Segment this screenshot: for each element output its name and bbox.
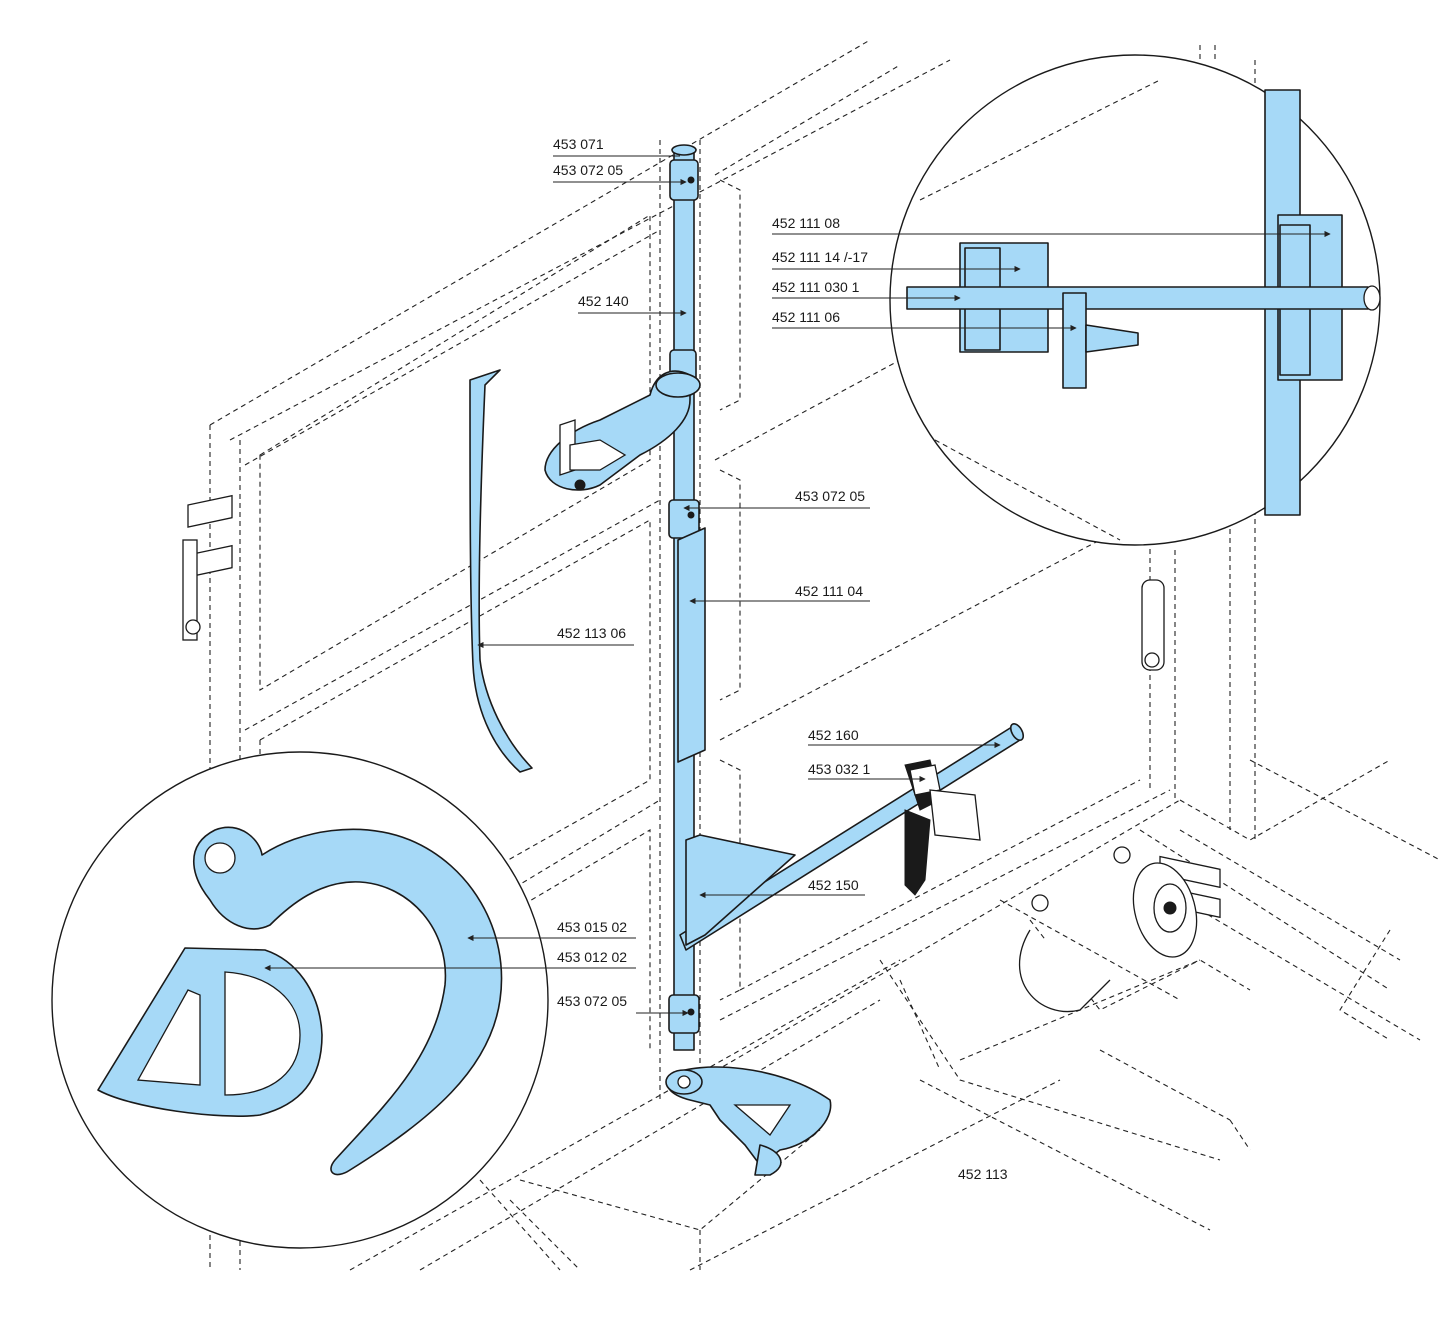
label-452-140: 452 140	[578, 293, 629, 309]
wheel-and-tank	[1018, 846, 1198, 1013]
label-452-113: 452 113	[958, 1166, 1008, 1182]
label-452-111-04: 452 111 04	[795, 583, 863, 599]
leader-lines	[264, 155, 1331, 1017]
label-452-160: 452 160	[808, 727, 859, 743]
label-452-113-06: 452 113 06	[557, 625, 626, 641]
label-453-032-1: 453 032 1	[808, 761, 870, 777]
label-453-015-02: 453 015 02	[557, 919, 627, 935]
label-452-111-08: 452 111 08	[772, 215, 840, 231]
left-hinge	[182, 494, 233, 641]
detail-circle-lock	[889, 54, 1381, 546]
handle-452-111-06	[1062, 292, 1087, 389]
bottom-hook-assembly	[665, 1066, 832, 1176]
top-lock-bracket	[544, 370, 701, 491]
hook-453-015-02	[192, 826, 503, 1176]
label-453-072-05-top: 453 072 05	[553, 162, 623, 178]
label-453-071: 453 071	[553, 136, 604, 152]
label-453-012-02: 453 012 02	[557, 949, 627, 965]
curved-bar-452-113-06	[469, 369, 533, 773]
label-452-111-06: 452 111 06	[772, 309, 840, 325]
label-453-072-05-mid: 453 072 05	[795, 488, 865, 504]
label-453-072-05-bot: 453 072 05	[557, 993, 627, 1009]
rod-452-111-030-1	[906, 286, 1369, 310]
part-labels: 453 071 453 072 05 452 140 452 113 06 45…	[553, 136, 1008, 1182]
label-452-150: 452 150	[808, 877, 859, 893]
strip-452-111-04	[677, 527, 706, 763]
label-452-111-14: 452 111 14 /-17	[772, 249, 868, 265]
label-452-111-030-1: 452 111 030 1	[772, 279, 860, 295]
detail-circle-hook	[51, 751, 549, 1249]
